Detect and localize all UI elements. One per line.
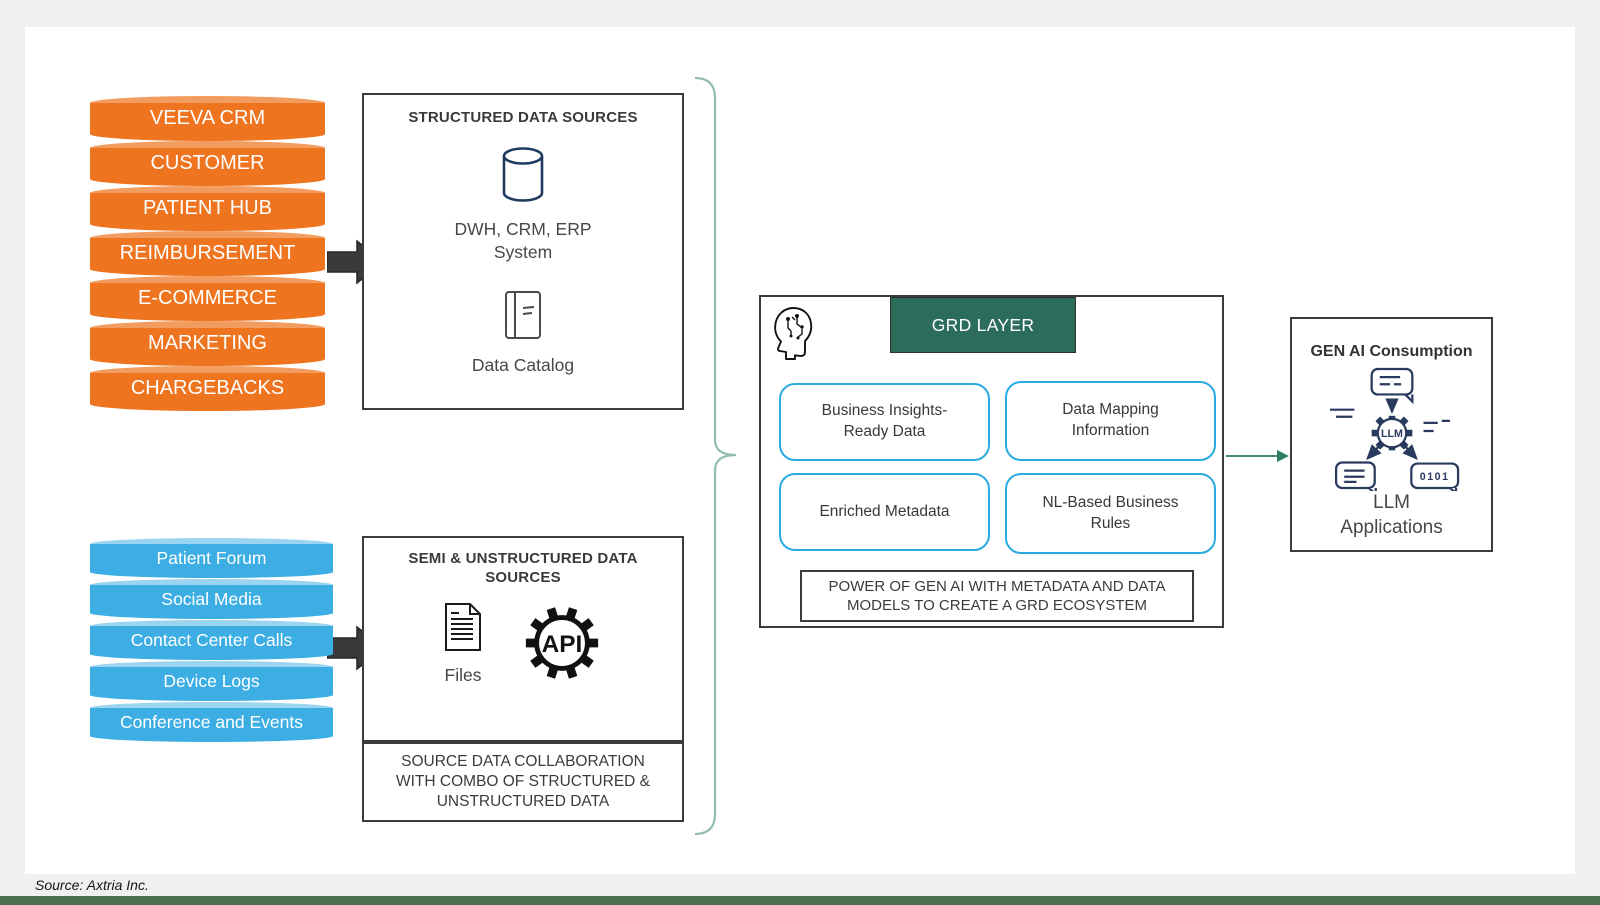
cylinder-device-logs: Device Logs	[90, 661, 333, 701]
genai-consumption-box: GEN AI Consumption	[1290, 317, 1493, 552]
llm-gear-text: LLM	[1381, 428, 1403, 440]
semi-icons-row: Files API	[443, 602, 603, 687]
source-attribution: Source: Axtria Inc.	[35, 877, 149, 893]
binary-text: 0101	[1419, 471, 1449, 483]
catalog-caption: Data Catalog	[471, 354, 575, 375]
cylinder-label: Social Media	[90, 585, 333, 613]
grd-item-business-insights: Business Insights-Ready Data	[779, 383, 990, 461]
cylinder-customer: CUSTOMER	[90, 141, 325, 186]
cylinder-patient-hub: PATIENT HUB	[90, 186, 325, 231]
cylinder-label: E-COMMERCE	[90, 283, 325, 314]
structured-source-cylinders: VEEVA CRM CUSTOMER PATIENT HUB REIMBURSE…	[90, 96, 325, 418]
arrow-to-genai-icon	[1226, 450, 1289, 462]
cylinder-label: Contact Center Calls	[90, 626, 333, 654]
grd-footer-note-box: POWER OF GEN AI WITH METADATA AND DATA M…	[800, 570, 1194, 622]
files-icon	[445, 602, 481, 651]
grd-item-enriched-metadata: Enriched Metadata	[779, 473, 990, 551]
bottom-accent-bar	[0, 896, 1600, 905]
genai-title: GEN AI Consumption	[1310, 343, 1473, 360]
api-icon: API	[525, 606, 599, 679]
cylinder-ecommerce: E-COMMERCE	[90, 276, 325, 321]
semi-box-title: SEMI & UNSTRUCTURED DATA SOURCES	[408, 550, 638, 586]
grd-item-label: Business Insights-Ready Data	[821, 402, 948, 440]
cylinder-label: CHARGEBACKS	[90, 373, 325, 404]
grd-footer-note: POWER OF GEN AI WITH METADATA AND DATA M…	[828, 577, 1166, 615]
semi-unstructured-sources-box: SEMI & UNSTRUCTURED DATA SOURCES Files A…	[362, 536, 684, 742]
structured-box-title: STRUCTURED DATA SOURCES	[408, 109, 638, 126]
cylinder-social-media: Social Media	[90, 579, 333, 619]
grd-item-label: Enriched Metadata	[819, 502, 950, 520]
cylinder-conference-events: Conference and Events	[90, 702, 333, 742]
grd-layer-box: GRD LAYER Business Insights-Ready Data D…	[759, 295, 1224, 628]
cylinder-patient-forum: Patient Forum	[90, 538, 333, 578]
grd-item-label: NL-Based Business Rules	[1042, 493, 1179, 532]
cylinder-chargebacks: CHARGEBACKS	[90, 366, 325, 411]
genai-caption: LLM Applications	[1340, 492, 1443, 538]
grouping-brace	[694, 76, 737, 836]
cylinder-veeva-crm: VEEVA CRM	[90, 96, 325, 141]
api-icon-text: API	[542, 630, 583, 657]
structured-data-sources-box: STRUCTURED DATA SOURCES DWH, CRM, ERP Sy…	[362, 93, 684, 410]
cylinder-label: REIMBURSEMENT	[90, 238, 325, 269]
cylinder-label: PATIENT HUB	[90, 193, 325, 224]
cylinder-label: Patient Forum	[90, 544, 333, 572]
cylinder-label: MARKETING	[90, 328, 325, 359]
database-icon	[502, 146, 544, 202]
data-catalog-icon	[505, 290, 541, 339]
files-caption: Files	[444, 664, 482, 685]
cylinder-reimbursement: REIMBURSEMENT	[90, 231, 325, 276]
cylinder-contact-center-calls: Contact Center Calls	[90, 620, 333, 660]
cylinder-label: CUSTOMER	[90, 148, 325, 179]
cylinder-label: VEEVA CRM	[90, 103, 325, 134]
db-caption: DWH, CRM, ERP System	[454, 218, 592, 262]
cylinder-label: Conference and Events	[90, 708, 333, 736]
unstructured-source-cylinders: Patient Forum Social Media Contact Cente…	[90, 538, 333, 749]
llm-applications-icon: LLM 0101	[1329, 367, 1459, 491]
source-data-collaboration-box: SOURCE DATA COLLABORATION WITH COMBO OF …	[362, 742, 684, 822]
collab-note: SOURCE DATA COLLABORATION WITH COMBO OF …	[395, 752, 651, 811]
grd-layer-header: GRD LAYER	[890, 297, 1076, 353]
cylinder-label: Device Logs	[90, 667, 333, 695]
grd-item-data-mapping: Data Mapping Information	[1005, 381, 1216, 461]
grd-item-label: Data Mapping Information	[1062, 401, 1159, 439]
ai-head-icon	[774, 307, 813, 360]
files-item: Files	[443, 602, 483, 687]
cylinder-marketing: MARKETING	[90, 321, 325, 366]
grd-item-nl-business-rules: NL-Based Business Rules	[1005, 473, 1216, 554]
